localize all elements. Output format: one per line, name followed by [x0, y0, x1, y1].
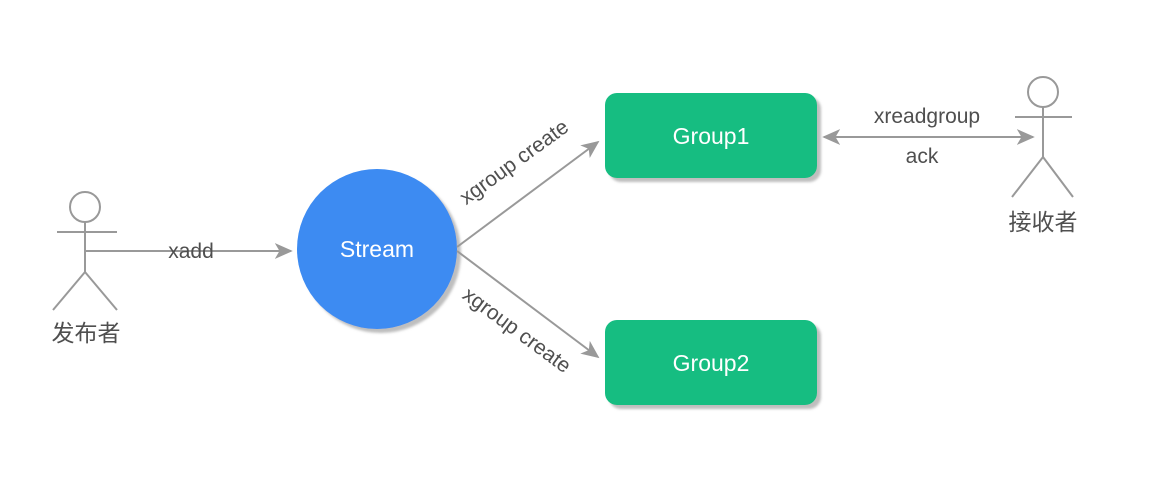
receiver-leg-right [1042, 156, 1074, 198]
receiver-person-icon [1011, 76, 1074, 198]
edge-label-xgroup-create-top: xgroup create [456, 115, 573, 209]
group1-box [605, 93, 817, 178]
publisher-leg-right [84, 271, 118, 311]
group1-node: Group1 [605, 93, 817, 178]
group2-label: Group2 [673, 350, 750, 376]
edge-xgroup-create-top [456, 140, 600, 248]
group2-box [605, 320, 817, 405]
receiver-label: 接收者 [1009, 209, 1078, 235]
edge-label-xgroup-create-bottom: xgroup create [458, 283, 575, 378]
publisher-head [69, 191, 101, 223]
receiver-head [1027, 76, 1059, 108]
receiver-leg-left [1011, 156, 1044, 198]
stream-circle [297, 169, 457, 329]
publisher-leg-left [52, 271, 86, 311]
group2-node: Group2 [605, 320, 817, 405]
edge-xgroup-create-bottom [456, 250, 600, 359]
edge-label-ack: ack [906, 145, 939, 168]
publisher-label: 发布者 [52, 320, 121, 346]
group1-label: Group1 [673, 123, 750, 149]
edge-label-xreadgroup: xreadgroup [874, 105, 980, 128]
publisher-person-icon [52, 191, 118, 311]
edge-label-xadd: xadd [168, 240, 214, 263]
stream-label: Stream [340, 236, 414, 262]
stream-node: Stream [297, 169, 457, 329]
